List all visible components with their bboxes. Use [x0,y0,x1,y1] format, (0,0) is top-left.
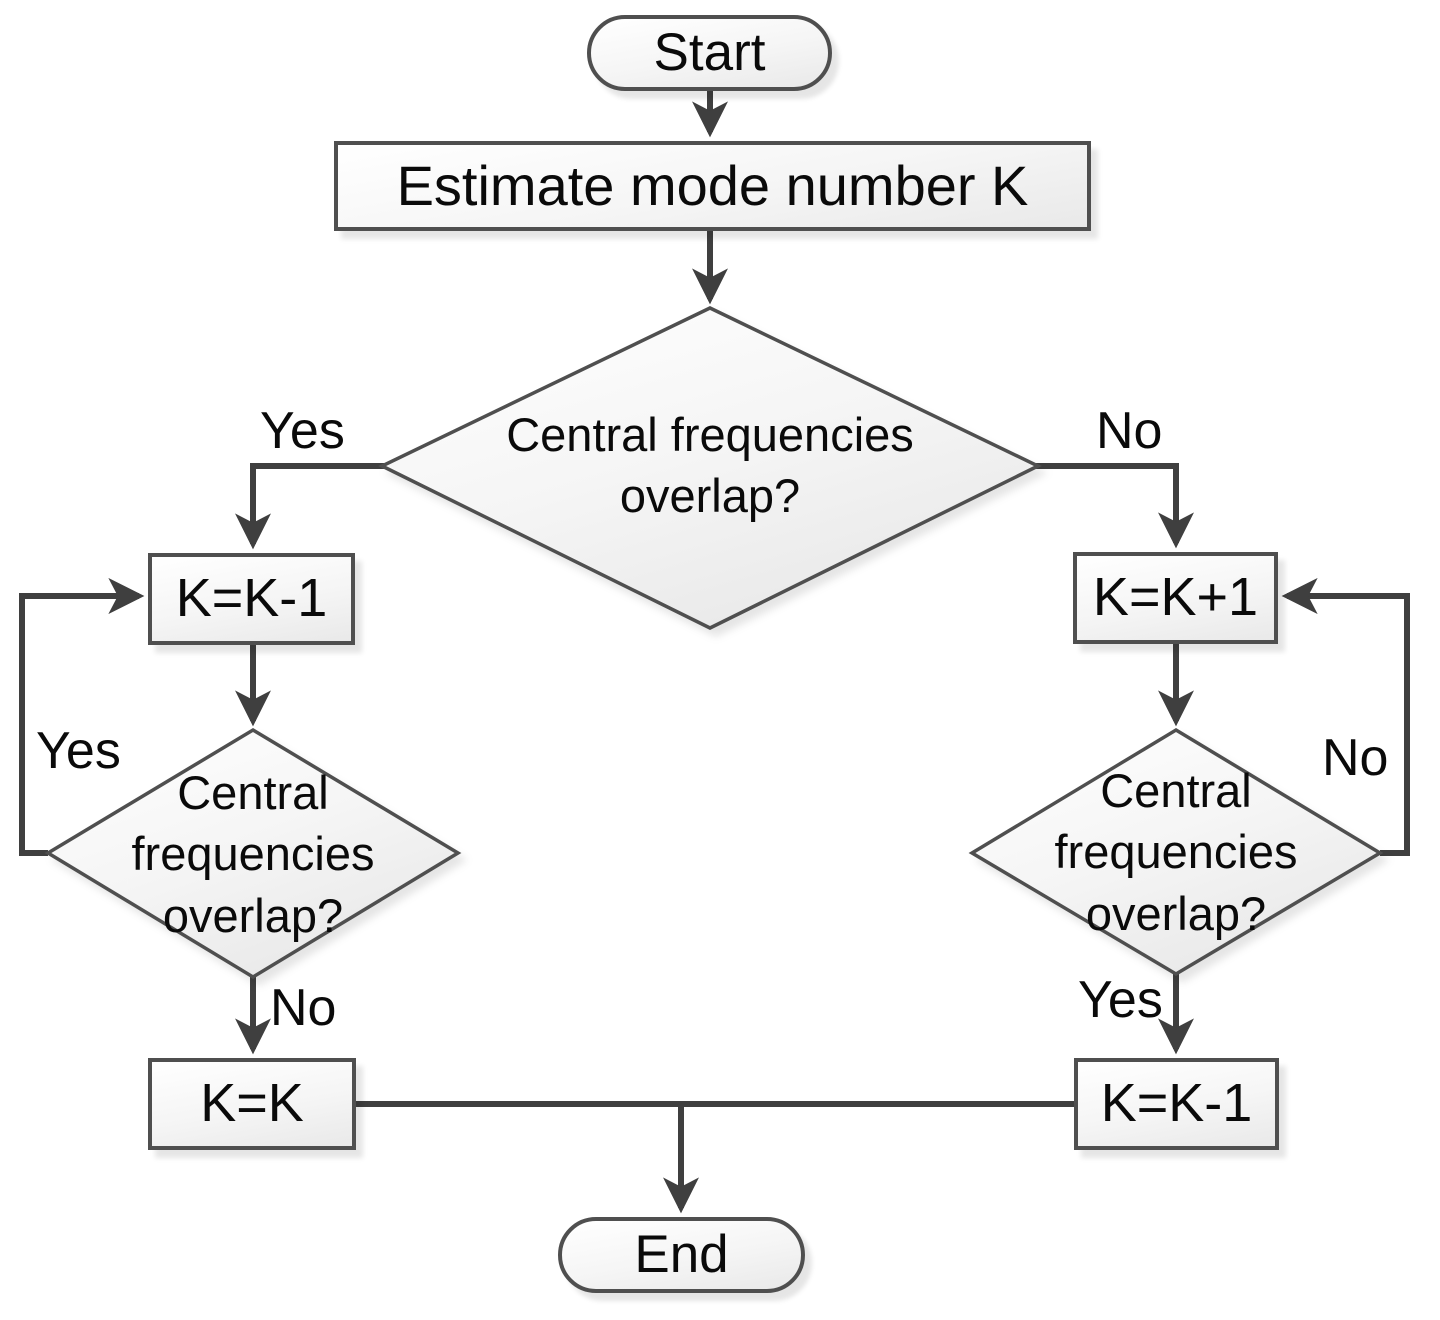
node-k-decrement: K=K-1 [148,553,355,645]
edge-label-main-yes: Yes [260,402,345,460]
decision-right-label: Central frequencies overlap? [1054,764,1298,940]
node-k-decrement-final: K=K-1 [1074,1058,1279,1150]
decision-left-shape [44,727,462,980]
edge-decision-left-yes-loop [19,578,145,856]
node-estimate: Estimate mode number K [334,141,1091,231]
decision-main-shape [378,306,1042,630]
node-k-keep-label: K=K [200,1073,304,1134]
edge-label-right-loop-no: No [1322,729,1389,787]
edge-decision-yes-to-k-decrement [235,463,384,550]
node-end: End [558,1217,805,1293]
node-estimate-label: Estimate mode number K [396,154,1029,218]
node-start-label: Start [653,22,766,82]
edge-label-left-exit-no: No [270,979,337,1037]
edge-decision-no-to-k-increment [1036,463,1194,549]
node-k-keep: K=K [148,1058,356,1150]
edge-label-main-no: No [1096,402,1163,460]
decision-right-shape [968,727,1384,977]
node-k-increment: K=K+1 [1073,552,1278,644]
node-k-decrement-label: K=K-1 [175,568,328,629]
decision-left-label: Central frequencies overlap? [131,766,375,942]
node-k-decrement-final-label: K=K-1 [1100,1073,1253,1134]
edge-label-right-exit-yes: Yes [1078,971,1163,1029]
node-start: Start [587,15,832,91]
edge-label-left-loop-yes: Yes [36,722,121,780]
decision-main-label: Central frequencies overlap? [506,407,914,522]
node-end-label: End [634,1224,729,1284]
node-k-increment-label: K=K+1 [1092,567,1259,628]
edge-decision-right-no-loop [1281,578,1410,856]
